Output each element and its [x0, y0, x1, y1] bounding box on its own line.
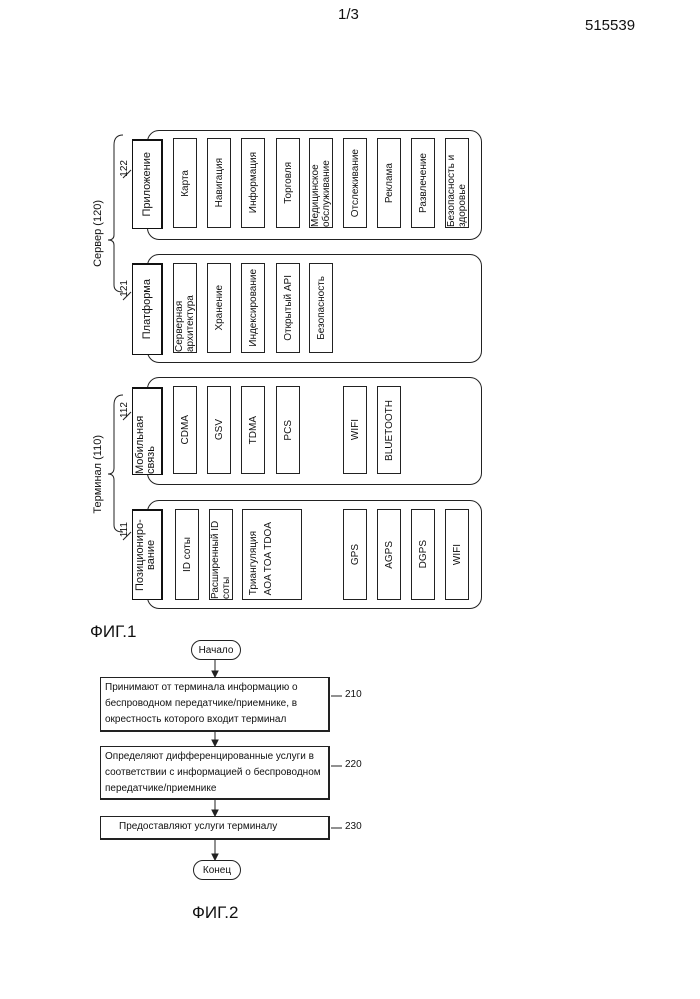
positioning-item: DGPS	[411, 509, 435, 600]
positioning-header: Позициониро-вание	[132, 509, 163, 600]
ref-220: 220	[345, 759, 362, 770]
positioning-item-triangulation: Триангуляция AOA TOA TDOA	[242, 509, 302, 600]
ref-122: 122	[119, 160, 130, 177]
mobile-item: BLUETOOTH	[377, 386, 401, 474]
application-header: Приложение	[132, 139, 163, 229]
mobile-item: PCS	[276, 386, 300, 474]
end-terminator: Конец	[193, 860, 241, 880]
server-bracket	[108, 135, 123, 292]
app-item: Отслеживание	[343, 138, 367, 228]
mobile-item: CDMA	[173, 386, 197, 474]
step-220-box: Определяют дифференцированные услуги в с…	[100, 746, 330, 800]
positioning-item: ID соты	[175, 509, 199, 600]
platform-header: Платформа	[132, 263, 163, 355]
app-item: Торговля	[276, 138, 300, 228]
ref-210: 210	[345, 689, 362, 700]
positioning-item: WIFI	[445, 509, 469, 600]
app-item: Навигация	[207, 138, 231, 228]
platform-item: Серверная архитектура	[173, 263, 197, 353]
mobile-item: TDMA	[241, 386, 265, 474]
mobile-item: GSV	[207, 386, 231, 474]
ref-230: 230	[345, 821, 362, 832]
app-item: Информация	[241, 138, 265, 228]
mobile-header: Мобильная связь	[132, 387, 163, 475]
positioning-item: Расширенный ID соты	[209, 509, 233, 600]
app-item: Развлечение	[411, 138, 435, 228]
platform-item: Хранение	[207, 263, 231, 353]
platform-item: Индексирование	[241, 263, 265, 353]
positioning-item: AGPS	[377, 509, 401, 600]
server-label: Сервер (120)	[93, 200, 104, 267]
mobile-item: WIFI	[343, 386, 367, 474]
ref-112: 112	[119, 402, 130, 418]
app-item: Безопасность и здоровье	[445, 138, 469, 228]
app-item: Карта	[173, 138, 197, 228]
terminal-label: Терминал (110)	[93, 435, 104, 514]
start-terminator: Начало	[191, 640, 241, 660]
platform-item: Безопасность	[309, 263, 333, 353]
app-item: Медицинское обслуживание	[309, 138, 333, 228]
ref-111: 111	[119, 522, 130, 537]
mobile-group	[147, 377, 482, 485]
ref-121: 121	[119, 280, 130, 297]
step-230-box: Предоставляют услуги терминалу	[100, 816, 330, 840]
fig2-caption: ФИГ.2	[192, 903, 238, 923]
step-210-box: Принимают от терминала информацию о бесп…	[100, 677, 330, 732]
app-item: Реклама	[377, 138, 401, 228]
fig1-caption: ФИГ.1	[90, 622, 136, 642]
platform-item: Открытый API	[276, 263, 300, 353]
positioning-item: GPS	[343, 509, 367, 600]
